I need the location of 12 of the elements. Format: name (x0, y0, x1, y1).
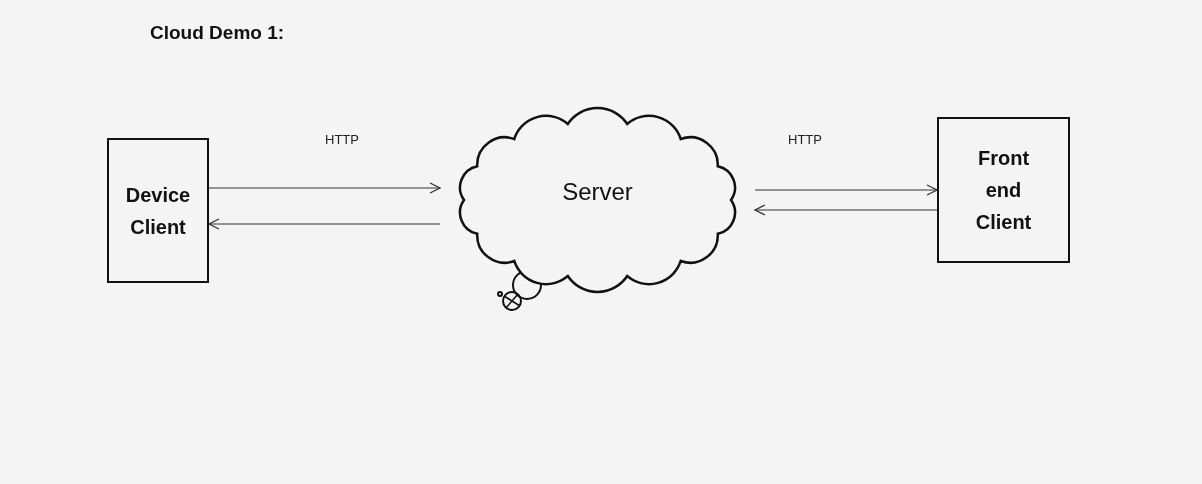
arrow (754, 204, 938, 216)
node-label: Front end Client (974, 146, 1033, 235)
client-box (937, 117, 1070, 263)
node-label: Server (562, 176, 633, 207)
arrow (208, 218, 441, 230)
arrow (754, 184, 938, 196)
edge-label: HTTP (786, 132, 824, 147)
diagram-title: Cloud Demo 1: (150, 22, 285, 44)
client-box (107, 138, 209, 283)
node-label: Device Client (124, 182, 192, 240)
arrow (208, 182, 441, 194)
edge-label: HTTP (323, 132, 361, 147)
